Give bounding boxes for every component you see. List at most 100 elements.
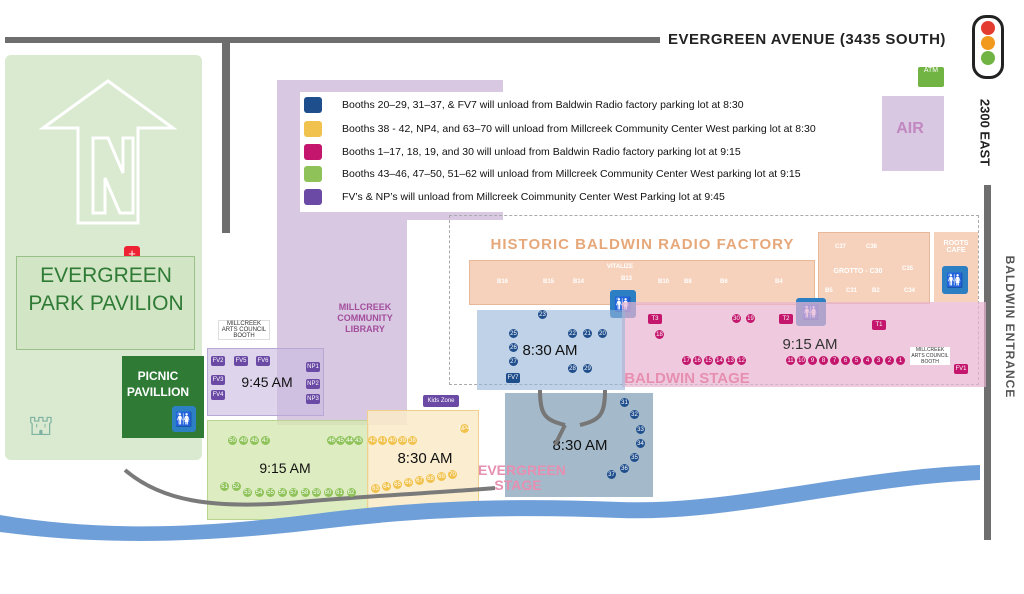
booth-marker[interactable]: 14: [715, 356, 724, 365]
booth-marker[interactable]: 35: [630, 453, 639, 462]
booth-marker[interactable]: 60: [323, 488, 333, 497]
booth-marker[interactable]: 49: [239, 436, 248, 445]
booth-marker[interactable]: 5: [852, 356, 861, 365]
booth-marker[interactable]: FV4: [211, 390, 225, 400]
booth-marker[interactable]: 31: [620, 398, 629, 407]
booth-marker[interactable]: 65: [393, 480, 402, 489]
booth-marker[interactable]: 45: [336, 436, 345, 445]
booth-marker[interactable]: 23: [538, 310, 547, 319]
booth-marker[interactable]: 50: [228, 436, 237, 445]
booth-marker[interactable]: 28: [568, 364, 577, 373]
arts-booth-label-east: MILLCREEK ARTS COUNCIL BOOTH: [910, 347, 950, 365]
booth-marker[interactable]: 47: [261, 436, 270, 445]
booth-marker[interactable]: 1: [896, 356, 905, 365]
booth-marker[interactable]: 63: [371, 484, 380, 493]
booth-marker[interactable]: 20: [598, 329, 607, 338]
booth-marker[interactable]: T1: [872, 320, 886, 330]
booth-marker[interactable]: FV5: [234, 356, 248, 366]
booth-marker[interactable]: 58: [300, 488, 310, 497]
factory-unit-label: B5: [825, 288, 833, 294]
booth-marker[interactable]: 29: [583, 364, 592, 373]
booth-marker[interactable]: 51: [220, 482, 229, 491]
booth-marker[interactable]: 62: [346, 488, 356, 497]
booth-marker[interactable]: 22: [568, 329, 577, 338]
booth-marker[interactable]: 33: [636, 425, 645, 434]
booth-marker[interactable]: 6: [841, 356, 850, 365]
booth-marker[interactable]: NP3: [306, 394, 320, 404]
booth-marker[interactable]: 70: [448, 470, 457, 479]
booth-marker[interactable]: 64: [382, 482, 391, 491]
booth-marker[interactable]: 48: [250, 436, 259, 445]
booth-marker[interactable]: 17: [682, 356, 691, 365]
booth-marker[interactable]: 46: [327, 436, 336, 445]
booth-marker[interactable]: 9: [808, 356, 817, 365]
booth-marker[interactable]: FV6: [256, 356, 270, 366]
booth-marker[interactable]: 66: [404, 478, 413, 487]
booth-marker[interactable]: 41: [378, 436, 387, 445]
factory-building-east: [818, 232, 930, 304]
purple-zone-time: 9:45 AM: [241, 374, 293, 390]
booth-marker[interactable]: 10: [797, 356, 806, 365]
booth-marker[interactable]: 69: [437, 472, 446, 481]
booth-marker[interactable]: 15: [704, 356, 713, 365]
booth-marker[interactable]: T3: [648, 314, 662, 324]
booth-marker[interactable]: FV2: [211, 356, 225, 366]
booth-marker[interactable]: 57: [289, 488, 298, 497]
booth-marker[interactable]: FV1: [954, 364, 968, 374]
booth-marker[interactable]: 44: [345, 436, 354, 445]
booth-marker[interactable]: 36: [620, 464, 629, 473]
booth-marker[interactable]: 2: [885, 356, 894, 365]
entrance-road-vertical: [222, 43, 230, 233]
booth-marker[interactable]: FV3: [211, 375, 225, 385]
booth-marker[interactable]: 11: [786, 356, 795, 365]
pavilion-label: EVERGREEN PARK PAVILION: [28, 264, 184, 315]
booth-marker[interactable]: 13: [726, 356, 735, 365]
booth-marker[interactable]: 54: [254, 488, 264, 497]
booth-marker[interactable]: NP1: [306, 362, 320, 372]
legend-row-1: Booths 20–29, 31–37, & FV7 will unload f…: [304, 96, 744, 114]
booth-marker[interactable]: 19: [746, 314, 755, 323]
booth-marker[interactable]: 67: [415, 476, 424, 485]
booth-marker[interactable]: 37: [607, 470, 616, 479]
booth-marker[interactable]: 30: [732, 314, 741, 323]
booth-marker[interactable]: NP4: [458, 424, 471, 433]
factory-unit-label: C31: [846, 288, 858, 294]
booth-marker[interactable]: 18: [655, 330, 664, 339]
booth-marker[interactable]: 34: [636, 439, 645, 448]
booth-marker[interactable]: 43: [354, 436, 363, 445]
booth-marker[interactable]: T2: [779, 314, 793, 324]
booth-marker[interactable]: 16: [693, 356, 702, 365]
booth-marker[interactable]: 52: [231, 482, 241, 491]
library-label: MILLCREEK COMMUNITY LIBRARY: [337, 302, 393, 334]
vitalize-label: VITALIZE: [606, 264, 634, 270]
booth-marker[interactable]: 55: [266, 488, 275, 497]
booth-marker[interactable]: 26: [509, 343, 518, 352]
street-north-label: EVERGREEN AVENUE (3435 SOUTH): [668, 31, 946, 48]
booth-marker[interactable]: 3: [874, 356, 883, 365]
entrance-label: BALDWIN ENTRANCE: [1003, 255, 1017, 399]
booth-marker[interactable]: 27: [509, 357, 518, 366]
booth-marker[interactable]: 59: [312, 488, 321, 497]
booth-marker[interactable]: 7: [830, 356, 839, 365]
booth-marker[interactable]: 25: [509, 329, 518, 338]
booth-marker[interactable]: 56: [277, 488, 287, 497]
booth-marker[interactable]: 40: [388, 436, 397, 445]
booth-marker[interactable]: 61: [335, 488, 344, 497]
booth-marker[interactable]: 32: [630, 410, 639, 419]
evergreen-avenue-road: [5, 37, 660, 43]
booth-marker[interactable]: 38: [408, 436, 417, 445]
booth-marker[interactable]: 8: [819, 356, 828, 365]
booth-marker[interactable]: FV7: [506, 373, 520, 383]
booth-marker[interactable]: NP2: [306, 379, 320, 389]
booth-marker[interactable]: 4: [863, 356, 872, 365]
booth-marker[interactable]: 21: [583, 329, 592, 338]
yellow-zone-time: 8:30 AM: [397, 450, 453, 467]
legend-swatch-green: [304, 166, 322, 182]
legend-row-4: Booths 43–46, 47–50, 51–62 will unload f…: [304, 165, 801, 183]
booth-marker[interactable]: 68: [426, 474, 435, 483]
booth-marker[interactable]: 39: [398, 436, 407, 445]
legend-row-3: Booths 1–17, 18, 19, and 30 will unload …: [304, 143, 741, 161]
booth-marker[interactable]: 53: [243, 488, 252, 497]
booth-marker[interactable]: 42: [368, 436, 377, 445]
booth-marker[interactable]: 12: [737, 356, 746, 365]
